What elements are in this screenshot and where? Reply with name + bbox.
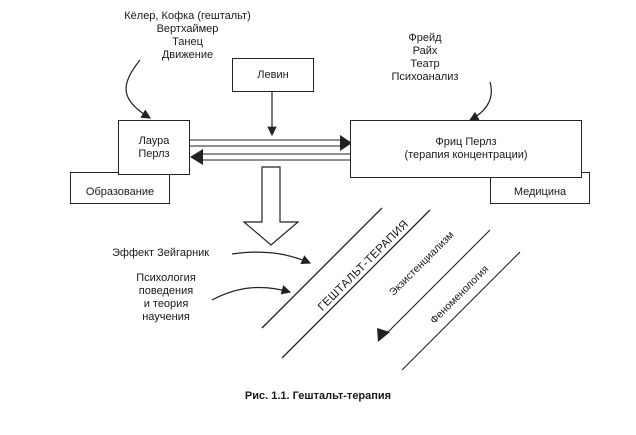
education-label: Образование xyxy=(85,185,155,198)
education-box: Образование xyxy=(70,172,170,204)
fritz-subtitle: (терапия концентрации) xyxy=(404,149,528,161)
influences-left: Кёлер, Кофка (гештальт) Вертхаймер Танец… xyxy=(100,10,275,62)
arrow-to-fritz xyxy=(468,81,492,121)
arrow-to-laura xyxy=(125,59,152,119)
influences-right: Фрейд Райх Театр Психоанализ xyxy=(360,32,490,84)
arrow-right-head xyxy=(340,135,352,151)
fritz-name: Фриц Перлз xyxy=(435,136,497,148)
gestalt-band-line-2 xyxy=(281,209,431,359)
levin-label: Левин xyxy=(257,68,289,81)
existentialism-arrow xyxy=(382,229,491,338)
figure-caption: Рис. 1.1. Гештальт-терапия xyxy=(244,390,392,402)
laura-name-last: Перлз xyxy=(138,147,170,160)
influence-kohler-koffka: Кёлер, Кофка (гештальт) xyxy=(124,10,251,22)
psychology-line-1: Психология xyxy=(136,272,196,284)
big-down-arrow xyxy=(242,166,300,246)
arrow-left-head xyxy=(190,149,203,165)
psychology-line-4: научения xyxy=(142,311,190,323)
arrow-zeigarnik xyxy=(231,251,312,265)
influence-movement: Движение xyxy=(161,49,214,61)
zeigarnik-effect-label: Эффект Зейгарник xyxy=(112,247,210,259)
influence-reich: Райх xyxy=(412,45,438,57)
influence-dance: Танец xyxy=(172,36,203,48)
influence-psychoanalysis: Психоанализ xyxy=(391,71,459,83)
influence-freud: Фрейд xyxy=(408,32,442,44)
fritz-perls-box: Фриц Перлз (терапия концентрации) xyxy=(350,120,582,178)
laura-name-first: Лаура xyxy=(138,134,170,147)
medicine-label: Медицина xyxy=(513,185,567,198)
psychology-line-2: поведения xyxy=(138,285,194,297)
arrow-psychology xyxy=(211,285,292,301)
psychology-label: Психология поведения и теория научения xyxy=(120,272,212,324)
gestalt-band-line-1 xyxy=(261,207,383,329)
phenomenology-line xyxy=(401,251,521,371)
psychology-line-3: и теория xyxy=(143,298,189,310)
laura-perls-box: Лаура Перлз xyxy=(118,120,190,175)
levin-box: Левин xyxy=(232,58,314,92)
influence-theatre: Театр xyxy=(410,58,440,70)
influence-wertheimer: Вертхаймер xyxy=(156,23,219,35)
